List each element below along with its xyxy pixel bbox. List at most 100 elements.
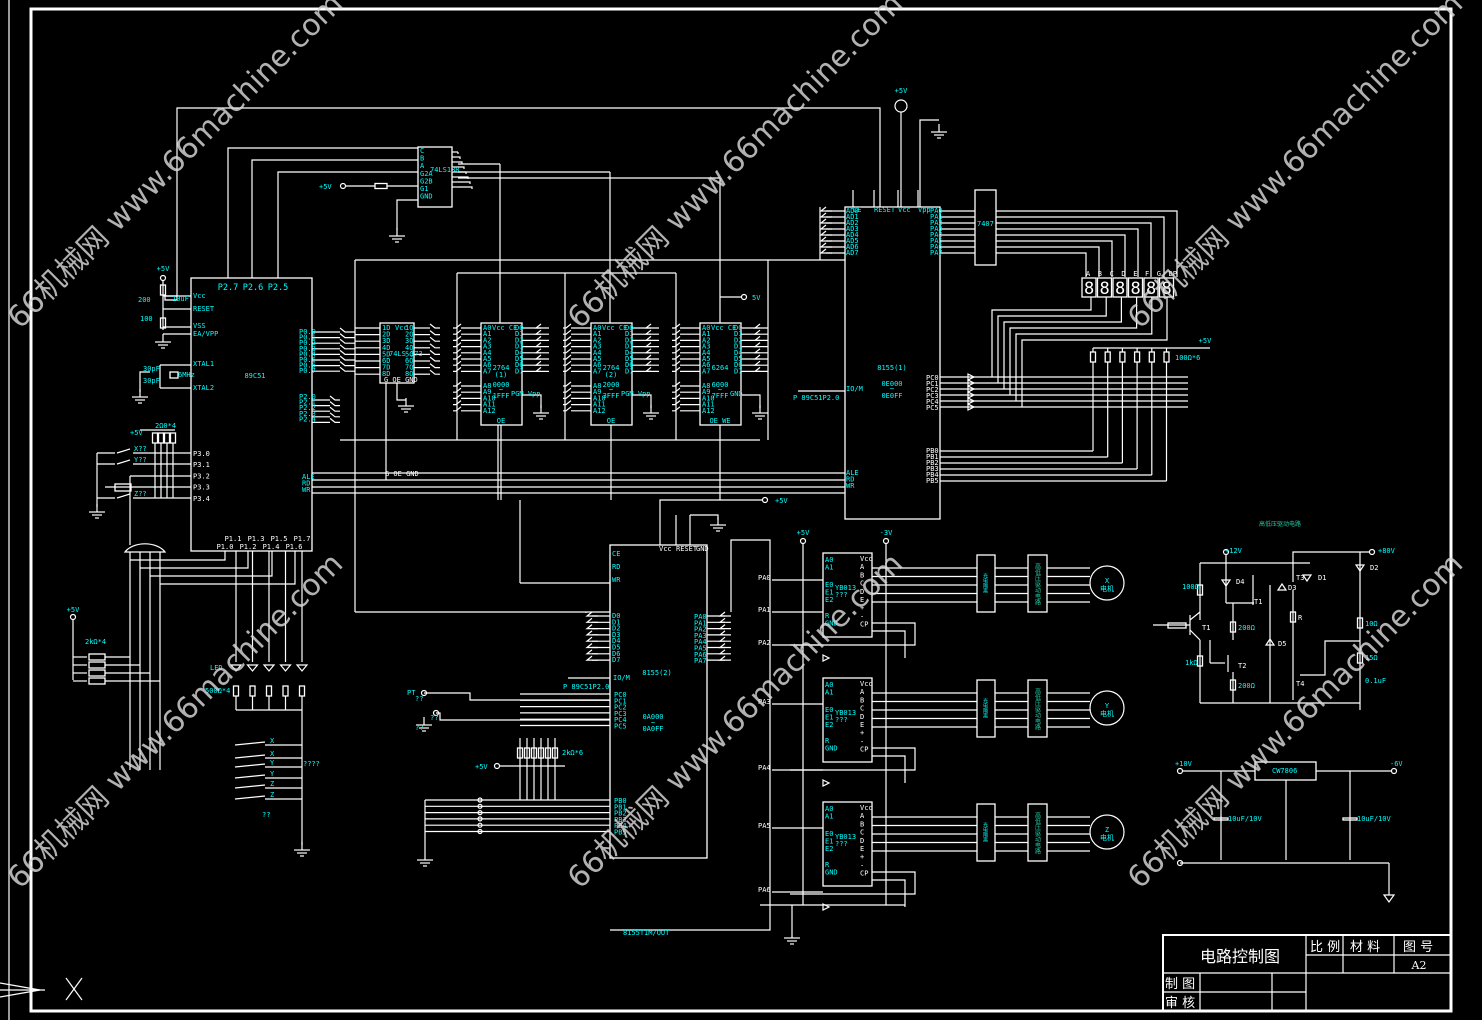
crystal-label: 6MHz bbox=[178, 371, 195, 379]
yb013-sub: ??? bbox=[835, 716, 848, 724]
hv-high-label: +80V bbox=[1378, 547, 1396, 555]
bus-entry bbox=[718, 649, 731, 655]
eprom-1-pin: A2 bbox=[483, 336, 491, 344]
resistor bbox=[1196, 584, 1204, 596]
hv-part-label: T2 bbox=[1238, 662, 1246, 670]
key-pullup-label: 2Ω0*4 bbox=[155, 422, 176, 430]
segment-wire bbox=[996, 228, 1139, 277]
decoder-output bbox=[458, 156, 461, 159]
ppi2-d-pin: D2 bbox=[612, 625, 620, 633]
segment-label: F bbox=[1145, 270, 1149, 278]
ppi-8155-2 bbox=[609, 544, 708, 859]
led-resistor bbox=[249, 685, 256, 697]
wire bbox=[872, 755, 906, 783]
segment-resistor bbox=[1163, 351, 1170, 363]
bus-entry bbox=[753, 348, 768, 354]
mcu-pin-label: EA/VPP bbox=[193, 330, 218, 338]
ram-6264-pin: A8 bbox=[702, 382, 710, 390]
segment-label: B bbox=[1098, 270, 1102, 278]
yb013-pin: E bbox=[860, 721, 864, 729]
yb013-pin: A0 bbox=[825, 805, 833, 813]
bus-entry bbox=[644, 329, 659, 335]
led-icon bbox=[295, 664, 309, 672]
bus-entry bbox=[819, 236, 832, 242]
eprom-2-name: 2764 bbox=[603, 364, 620, 372]
digit-glyph: 8 bbox=[1131, 279, 1141, 299]
yb013-pin: + bbox=[860, 853, 864, 861]
yb013-pin: D bbox=[860, 713, 864, 721]
ram-6264-pin: A0 bbox=[702, 324, 710, 332]
eprom-2-pin: D3 bbox=[625, 343, 633, 351]
bus-entry bbox=[563, 323, 572, 329]
optocoupler-label: 光电隔离 bbox=[982, 697, 988, 719]
bus-entry bbox=[644, 366, 659, 372]
led-pullup-resistor bbox=[88, 677, 106, 685]
bus-entry bbox=[672, 381, 681, 387]
seven-segment-digit bbox=[1112, 277, 1128, 298]
ppi1-ctrl-pin: ALE bbox=[846, 469, 859, 477]
bus-entry bbox=[563, 354, 572, 360]
pa-label: PA0 bbox=[758, 574, 771, 582]
ram-6264-pin: D5 bbox=[734, 355, 742, 363]
eprom-2 bbox=[590, 322, 633, 426]
bus-entry bbox=[563, 381, 572, 387]
bus-entry bbox=[329, 406, 340, 412]
limit-switch bbox=[234, 763, 266, 768]
ppi2-d-pin: D7 bbox=[612, 656, 620, 664]
ppi1-ad-pin: AD1 bbox=[846, 213, 859, 221]
ppi1-pa-pin: PA6 bbox=[930, 243, 943, 251]
driver-supply-neg: -3V bbox=[880, 529, 893, 537]
bus-entry bbox=[753, 323, 768, 329]
pullup-resistor bbox=[530, 747, 538, 759]
ram-6264-ctl: OE WE bbox=[709, 417, 730, 425]
ps-output-label: -6V bbox=[1390, 760, 1403, 768]
buffer-7407 bbox=[974, 189, 997, 266]
yb013-pin: A0 bbox=[825, 681, 833, 689]
pullup-resistor bbox=[544, 747, 552, 759]
digit-glyph: 8 bbox=[1162, 279, 1172, 299]
yb013-pin: E1 bbox=[825, 714, 833, 722]
driver-buffer-icon bbox=[967, 397, 976, 405]
ppi2-name: 8155(2) bbox=[642, 669, 672, 677]
switch-contact bbox=[477, 803, 483, 809]
wire bbox=[1189, 611, 1201, 621]
hv-r-sense: 15Ω bbox=[1365, 654, 1378, 662]
decoder-pin: A bbox=[420, 162, 425, 170]
resistor bbox=[1196, 655, 1204, 667]
key-label: Y?? bbox=[134, 456, 147, 464]
segment-resistor bbox=[1089, 351, 1097, 363]
terminal bbox=[1176, 859, 1184, 867]
yb013-pin: GND bbox=[825, 620, 838, 628]
yb013-pin: R bbox=[825, 737, 830, 745]
mcu-pin-label: P2.7 bbox=[218, 283, 238, 293]
led-supply-label: +5V bbox=[67, 606, 80, 614]
led-pullups-label: 2kΩ*4 bbox=[85, 638, 106, 646]
drawn-by-label: 制 图 bbox=[1165, 977, 1195, 992]
switch-contact bbox=[477, 816, 483, 822]
eprom-1-pin: A7 bbox=[483, 367, 491, 375]
wire bbox=[522, 394, 542, 408]
ps-input-label: +10V bbox=[1175, 760, 1193, 768]
diode-icon bbox=[1276, 582, 1288, 591]
ppi1-pc-pin: PC4 bbox=[926, 398, 939, 406]
limit-switch-label: Z bbox=[270, 791, 274, 799]
segment-label: DP bbox=[1169, 270, 1177, 278]
eprom-2-pin: D2 bbox=[625, 336, 633, 344]
bus-entry bbox=[672, 400, 681, 406]
decoder-pin: C bbox=[420, 147, 424, 155]
bus-entry bbox=[644, 348, 659, 354]
segment-label: A bbox=[1086, 270, 1091, 278]
decoder-pin: G2B bbox=[420, 177, 433, 185]
ground-icon bbox=[1382, 894, 1396, 904]
limit-side-label: ???? bbox=[303, 760, 320, 768]
eprom-2-pin: D4 bbox=[625, 349, 633, 357]
eprom-2-range-start: 2000 bbox=[603, 381, 620, 389]
bus-entry bbox=[644, 360, 659, 366]
bus-entry bbox=[534, 329, 549, 335]
pa-label: PA1 bbox=[758, 606, 771, 614]
eprom-1-index: (1) bbox=[495, 371, 508, 379]
bus-entry bbox=[672, 329, 681, 335]
yb013-pin: - bbox=[860, 612, 864, 620]
latch-pin: G OE GND bbox=[384, 376, 418, 384]
display-supply-label: +5V bbox=[1199, 337, 1212, 345]
